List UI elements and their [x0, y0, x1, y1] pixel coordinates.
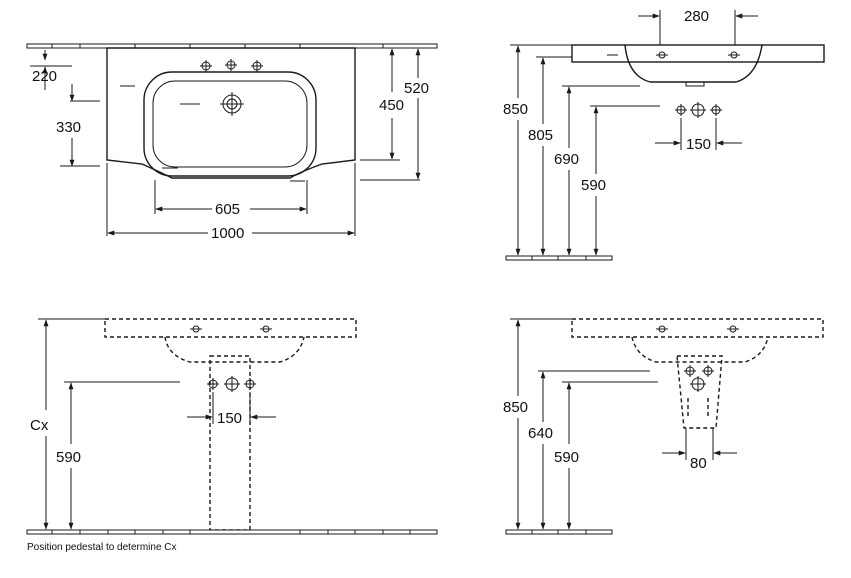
dim-850-side: 850 [503, 101, 528, 118]
tap-hole-icon [656, 51, 740, 59]
dim-590-semi: 590 [554, 449, 579, 466]
semi-pedestal-view: 80 850 640 590 [503, 318, 824, 535]
tap-hole-icon [200, 59, 263, 72]
dim-605: 605 [215, 201, 240, 218]
dim-850-semi: 850 [503, 399, 528, 416]
dim-330: 330 [56, 119, 81, 136]
basin-dashed [104, 318, 357, 338]
dim-590-side: 590 [581, 177, 606, 194]
side-view: 280 150 [503, 8, 825, 261]
waste-icon [220, 92, 244, 116]
basin-outline [106, 47, 356, 179]
bowl-outline [143, 71, 317, 177]
dim-690: 690 [554, 151, 579, 168]
dim-150-side: 150 [686, 136, 711, 153]
dim-805: 805 [528, 127, 553, 144]
floor-line [505, 255, 613, 261]
bowl-inner [152, 80, 308, 168]
tap-hole-icon [190, 325, 272, 333]
floor-line [26, 529, 438, 535]
supply-icon [207, 376, 256, 392]
dim-590-pedestal: 590 [56, 449, 81, 466]
floor-line [505, 529, 613, 535]
dim-80: 80 [690, 455, 707, 472]
bowl-elevation [624, 44, 763, 83]
dim-280: 280 [684, 8, 709, 25]
basin-elevation [571, 44, 825, 63]
dim-450: 450 [379, 97, 404, 114]
dim-220: 220 [32, 68, 57, 85]
dim-cx: Cx [30, 417, 49, 434]
dim-640: 640 [528, 425, 553, 442]
tap-hole-icon [656, 325, 739, 333]
dim-150-pedestal: 150 [217, 410, 242, 427]
basin-dashed [571, 318, 824, 338]
top-view: 220 330 450 520 605 1000 [26, 43, 438, 242]
dim-520: 520 [404, 80, 429, 97]
supply-icon [684, 365, 714, 392]
dim-1000: 1000 [211, 225, 244, 242]
pedestal-note: Position pedestal to determine Cx [27, 542, 177, 553]
supply-icon [675, 102, 722, 118]
pedestal-view: 150 Cx 590 Position pedestal to determin… [26, 318, 438, 553]
semi-pedestal-dashed [676, 355, 723, 429]
